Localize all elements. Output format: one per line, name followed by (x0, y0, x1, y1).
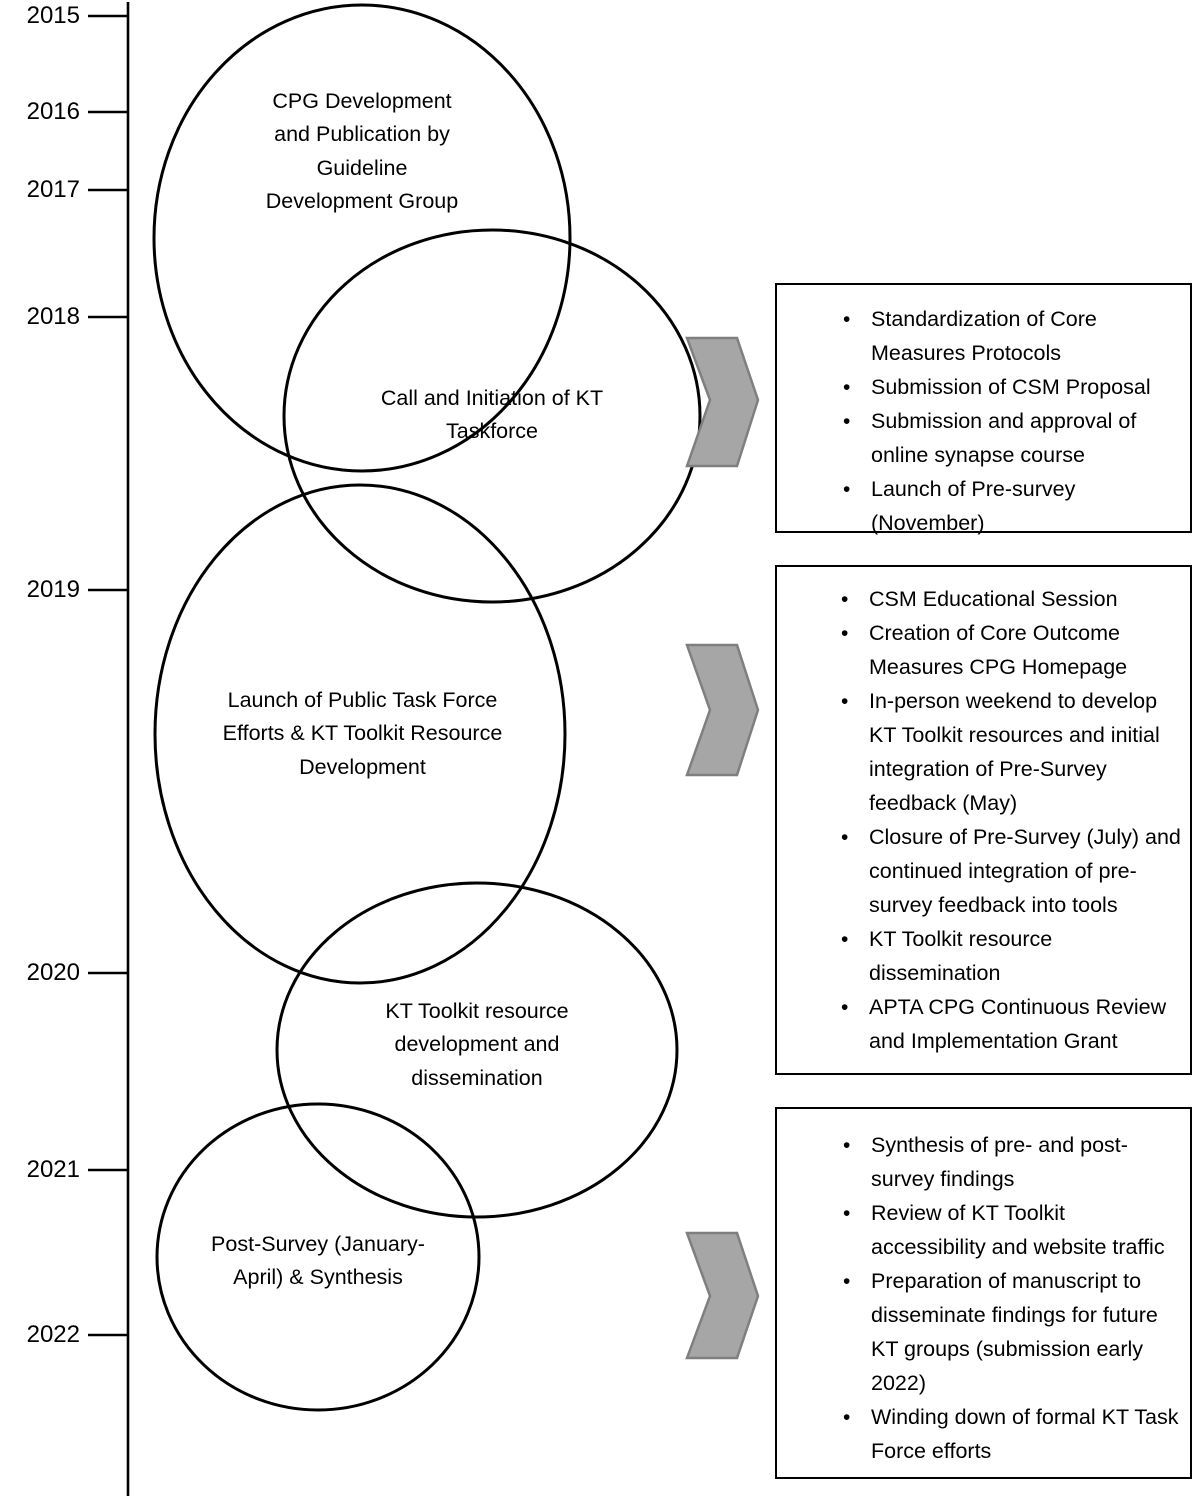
list-item-text: Submission and approval of online synaps… (871, 408, 1137, 467)
year-label-2016: 2016 (26, 98, 80, 125)
bullet-icon: • (843, 1134, 851, 1157)
bullet-icon: • (841, 621, 849, 645)
list-item: • Submission of CSM Proposal (837, 371, 1182, 405)
bullet-icon: • (841, 825, 849, 849)
phase-label-post-survey: Post-Survey (January- April) & Synthesis (211, 1232, 425, 1290)
list-item-text: APTA CPG Continuous Review and Implement… (869, 994, 1167, 1053)
list-item-text: In-person weekend to develop KT Toolkit … (869, 688, 1160, 815)
list-item-text: Synthesis of pre- and post-survey findin… (871, 1133, 1128, 1191)
list-item-text: Winding down of formal KT Task Force eff… (871, 1404, 1179, 1463)
outcome-list-2021: • Synthesis of pre- and post-survey findi… (837, 1129, 1182, 1469)
bullet-icon: • (843, 409, 851, 433)
list-item-text: Creation of Core Outcome Measures CPG Ho… (869, 620, 1128, 679)
bullet-icon: • (843, 1201, 851, 1225)
year-label-2020: 2020 (26, 959, 80, 986)
list-item-text: Preparation of manuscript to disseminate… (871, 1268, 1158, 1395)
arrow-2-chevron-icon (685, 643, 760, 777)
outcome-box-2019: • CSM Educational Session • Creation of Co… (775, 565, 1192, 1075)
outcome-box-2018: • Standardization of Core Measures Protoc… (775, 283, 1192, 535)
bullet-icon: • (843, 477, 851, 501)
list-item-text: Launch of Pre-survey (November) (871, 476, 1076, 535)
list-item-text: Submission of CSM Proposal (871, 374, 1151, 399)
bullet-icon: • (841, 927, 849, 951)
bullet-icon: • (843, 1269, 851, 1293)
list-item: • KT Toolkit resource dissemination (835, 923, 1184, 991)
list-item: • Review of KT Toolkit accessibility and … (837, 1197, 1182, 1265)
bullet-icon: • (841, 588, 849, 611)
list-item: • Launch of Pre-survey (November) (837, 473, 1182, 541)
outcome-box-2021: • Synthesis of pre- and post-survey findi… (775, 1107, 1192, 1479)
phase-ellipse-kt-taskforce (282, 228, 702, 604)
bullet-icon: • (841, 995, 849, 1019)
arrow-1-chevron-icon (685, 336, 760, 468)
year-label-2017: 2017 (26, 176, 80, 203)
year-label-2021: 2021 (26, 1156, 80, 1183)
list-item: • Submission and approval of online synap… (837, 405, 1182, 473)
list-item: • Standardization of Core Measures Protoc… (837, 303, 1182, 371)
list-item: • Synthesis of pre- and post-survey findi… (837, 1129, 1182, 1197)
arrow-3-chevron-icon (685, 1231, 760, 1360)
list-item-text: Review of KT Toolkit accessibility and w… (871, 1200, 1165, 1259)
year-label-2022: 2022 (26, 1321, 80, 1348)
phase-label-public-task-force: Launch of Public Task Force Efforts & KT… (222, 688, 503, 779)
year-axis-ticks (88, 14, 129, 1337)
year-label-2019: 2019 (26, 576, 80, 603)
list-item-text: Closure of Pre-Survey (July) and continu… (869, 824, 1181, 917)
phase-ellipse-kt-toolkit (275, 881, 679, 1219)
list-item: • Preparation of manuscript to disseminat… (837, 1265, 1182, 1401)
phase-ellipse-post-survey (155, 1102, 481, 1412)
list-item: • APTA CPG Continuous Review and Implemen… (835, 991, 1184, 1059)
bullet-icon: • (841, 689, 849, 713)
bullet-icon: • (843, 375, 851, 399)
phase-label-kt-taskforce: Call and Initiation of KT Taskforce (380, 386, 604, 444)
list-item: • Winding down of formal KT Task Force ef… (837, 1401, 1182, 1469)
phase-ellipse-public-task-force (153, 483, 567, 985)
outcome-list-2019: • CSM Educational Session • Creation of Co… (835, 583, 1184, 1059)
year-label-2015: 2015 (26, 2, 80, 29)
list-item: • CSM Educational Session (835, 583, 1184, 617)
list-item: • Creation of Core Outcome Measures CPG H… (835, 617, 1184, 685)
bullet-icon: • (843, 1405, 851, 1429)
list-item-text: Standardization of Core Measures Protoco… (871, 307, 1097, 365)
phase-ellipse-cpg-development (152, 3, 572, 473)
phase-label-kt-toolkit: KT Toolkit resource development and diss… (385, 999, 569, 1090)
outcome-list-2018: • Standardization of Core Measures Protoc… (837, 303, 1182, 541)
phase-label-cpg-development: CPG Development and Publication by Guide… (265, 89, 459, 213)
list-item: • Closure of Pre-Survey (July) and contin… (835, 821, 1184, 923)
list-item: • In-person weekend to develop KT Toolkit… (835, 685, 1184, 821)
year-label-2018: 2018 (26, 303, 80, 330)
bullet-icon: • (843, 308, 851, 331)
list-item-text: CSM Educational Session (869, 587, 1118, 611)
list-item-text: KT Toolkit resource dissemination (869, 926, 1053, 985)
